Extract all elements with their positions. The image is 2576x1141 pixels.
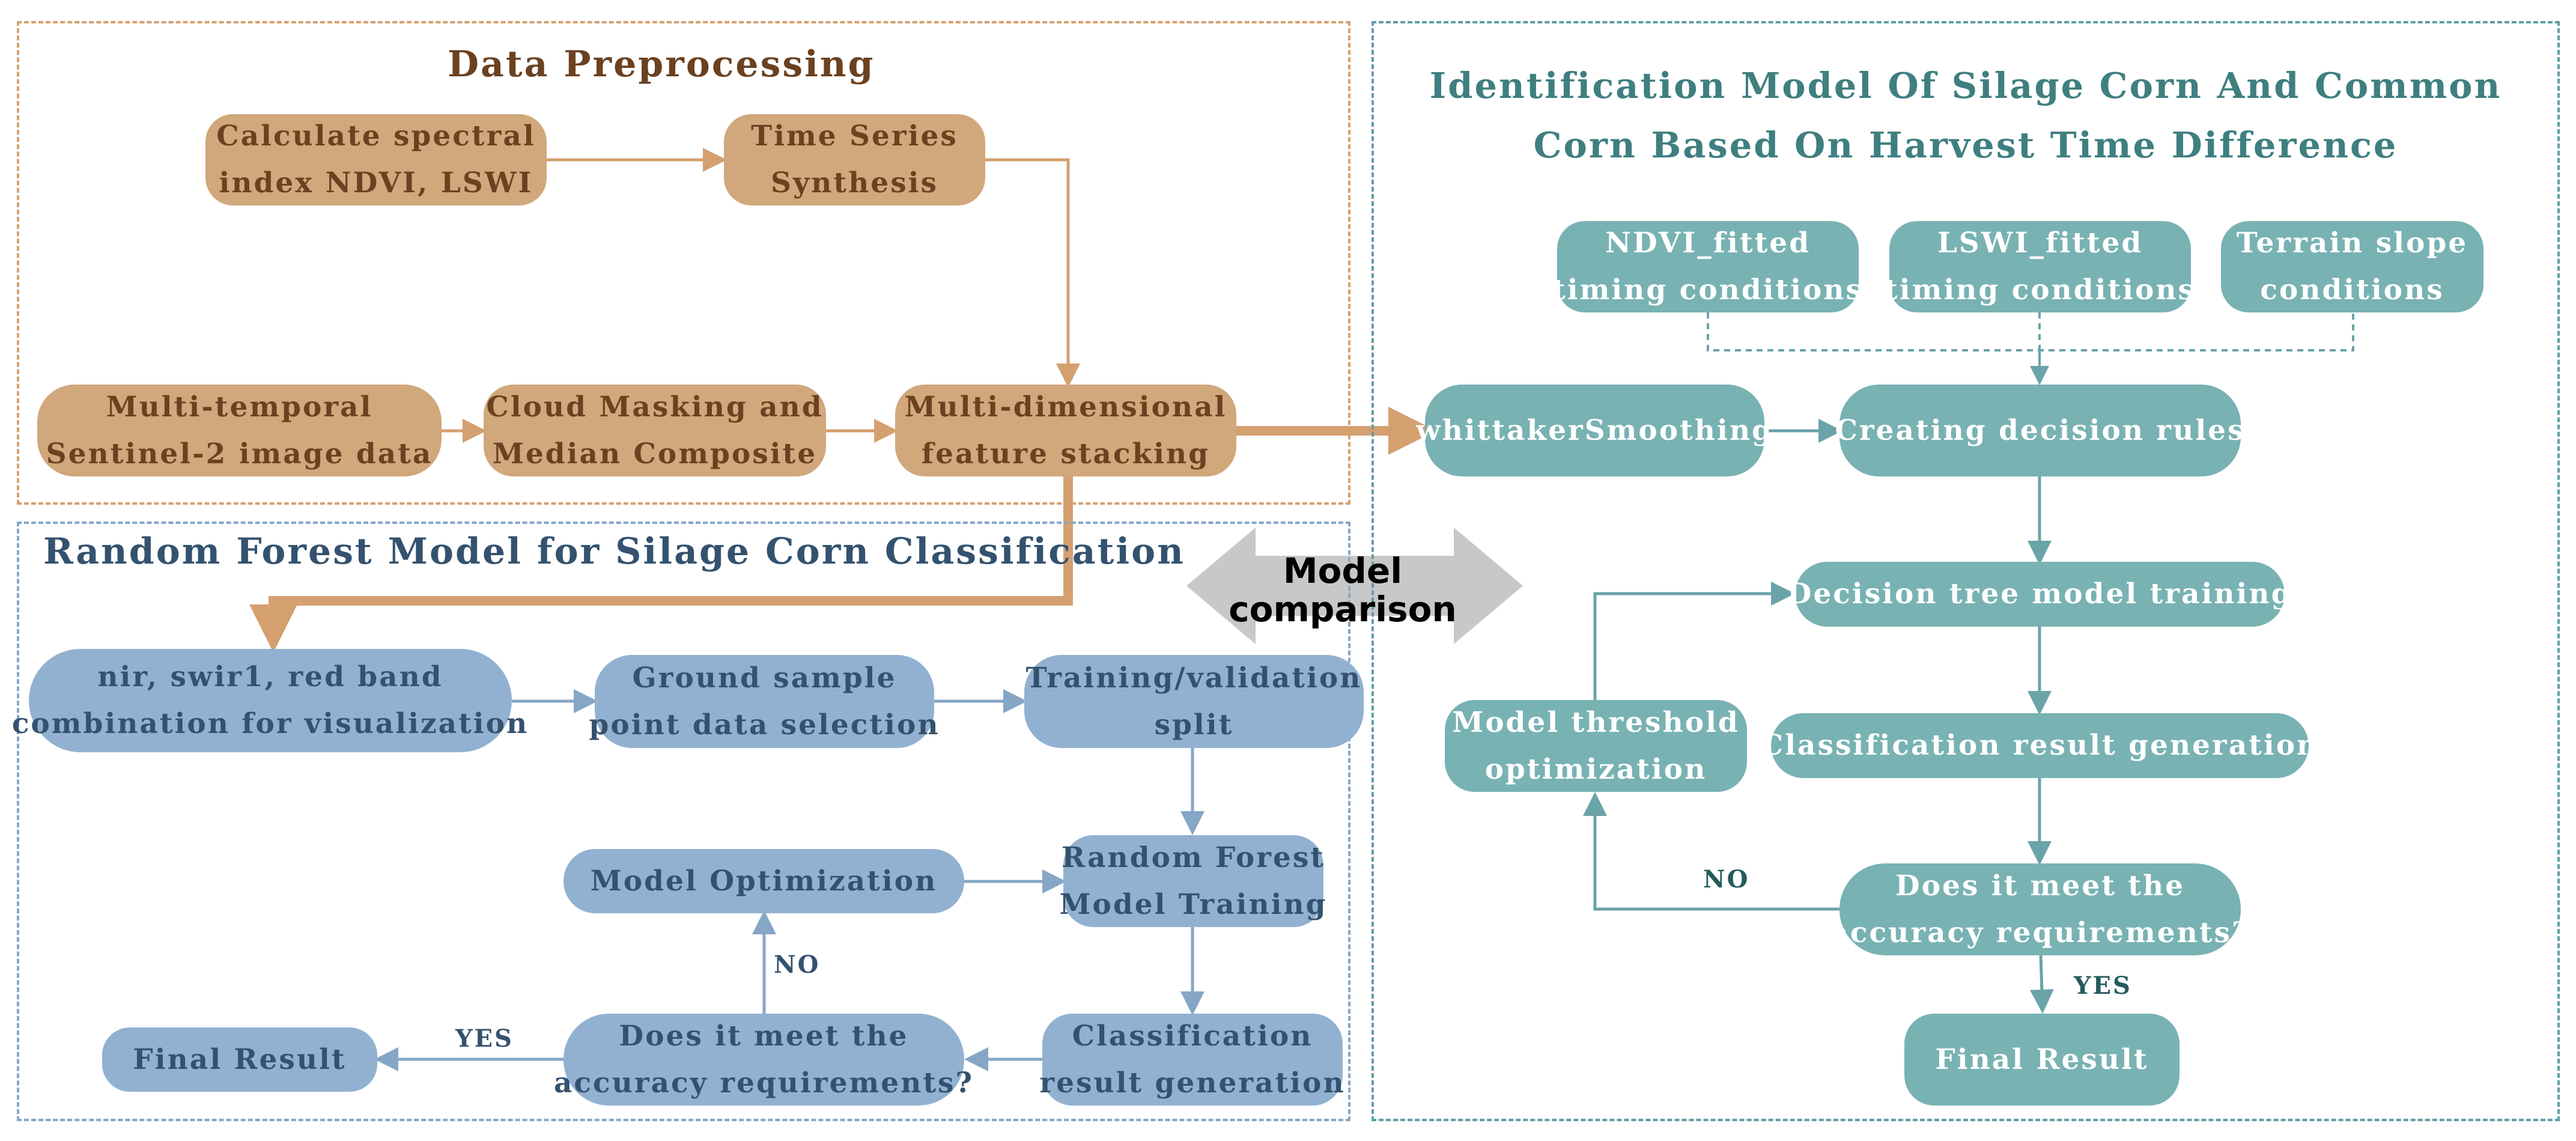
label-no-rf: NO <box>774 951 821 979</box>
node-lswi-conditions: LSWI_fitted timing conditions <box>1885 221 2194 312</box>
node-calculate-spectral-index: Calculate spectral index NDVI, LSWI <box>205 114 547 205</box>
edge-conditions-join <box>1707 312 2354 351</box>
node-training-validation-split: Training/validation split <box>1024 655 1364 748</box>
model-comparison-label: Model comparison <box>1229 550 1457 630</box>
node-classification-result-id: Classification result generation <box>1761 713 2317 778</box>
node-ndvi-conditions: NDVI_fitted timing conditions <box>1552 221 1862 312</box>
node-ground-sample-selection: Ground sample point data selection <box>589 655 938 748</box>
node-terrain-slope-conditions: Terrain slope conditions <box>2221 221 2483 312</box>
node-time-series-synthesis: Time Series Synthesis <box>724 114 985 205</box>
node-model-optimization: Model Optimization <box>564 849 964 913</box>
edge-accuracy-final-id <box>2029 955 2054 1014</box>
panel-random-forest <box>17 522 1350 1121</box>
node-creating-decision-rules: Creating decision rules <box>1835 385 2244 476</box>
node-accuracy-check-rf: Does it meet the accuracy requirements? <box>554 1014 972 1106</box>
panel-identification-model <box>1372 21 2560 1121</box>
title-identification-line2: Corn Based On Harvest Time Difference <box>1533 124 2398 166</box>
edge-stacking-bands <box>249 476 1073 653</box>
title-identification-line1: Identification Model Of Silage Corn And … <box>1429 65 2502 106</box>
node-decision-tree-training: Decision tree model training <box>1787 562 2291 627</box>
panel-data-preprocessing <box>17 21 1350 505</box>
node-final-result-rf: Final Result <box>102 1027 377 1092</box>
node-band-combination: nir, swir1, red band combination for vis… <box>12 649 527 752</box>
label-no-id: NO <box>1703 865 1750 893</box>
node-feature-stacking: Multi-dimensional feature stacking <box>895 385 1236 476</box>
node-random-forest-training: Random Forest Model Training <box>1059 835 1326 927</box>
node-whittaker-smoothing: whittakerSmoothing <box>1416 385 1772 476</box>
node-cloud-masking: Cloud Masking and Median Composite <box>484 385 826 476</box>
node-final-result-id: Final Result <box>1904 1014 2180 1106</box>
label-yes-id: YES <box>2074 972 2132 1000</box>
edge-accuracy-threshold-id <box>1583 792 1839 911</box>
edge-timeseries-stacking <box>985 158 1080 388</box>
label-yes-rf: YES <box>455 1024 514 1053</box>
title-random-forest: Random Forest Model for Silage Corn Clas… <box>43 531 1185 573</box>
node-accuracy-check-id: Does it meet the accuracy requirements? <box>1830 863 2249 955</box>
node-model-threshold-optimization: Model threshold optimization <box>1445 700 1747 792</box>
title-data-preprocessing: Data Preprocessing <box>448 43 875 85</box>
node-classification-result-rf: Classification result generation <box>1039 1014 1344 1106</box>
comparison-double-arrow <box>1186 528 1523 644</box>
node-sentinel-image-data: Multi-temporal Sentinel-2 image data <box>37 385 442 476</box>
edge-threshold-dttraining <box>1593 582 1795 700</box>
